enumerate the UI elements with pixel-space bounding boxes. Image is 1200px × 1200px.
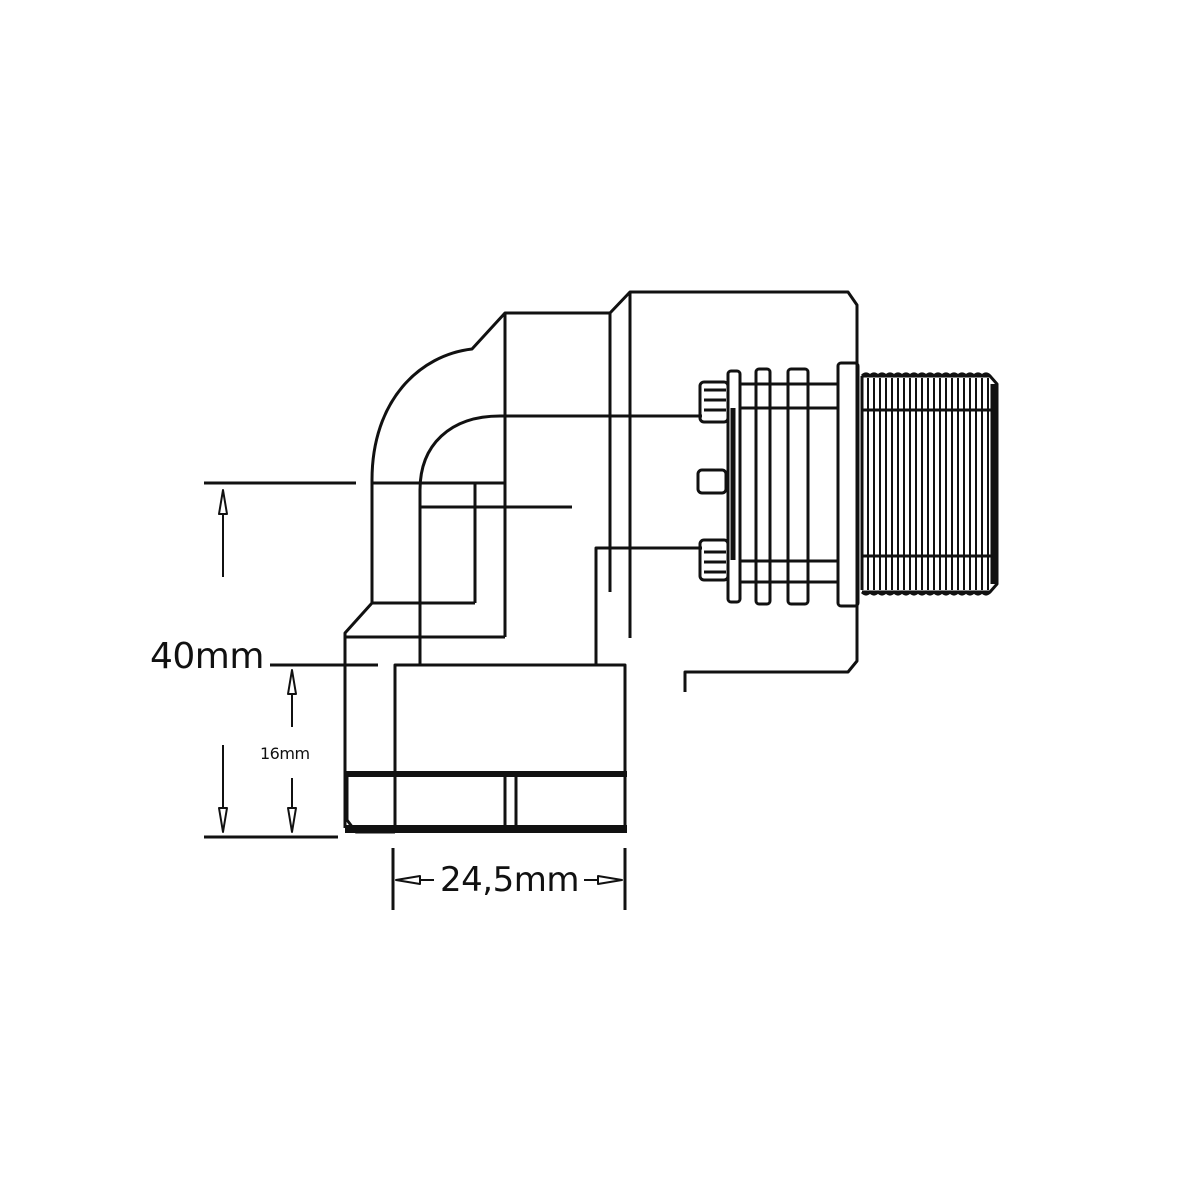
overall-height-label: 40mm (150, 636, 264, 677)
threaded-end (860, 372, 999, 596)
dimension-24-5mm (391, 848, 627, 910)
socket-height-label: 16mm (260, 744, 310, 763)
socket-width-label: 24,5mm (438, 860, 581, 900)
dimension-40mm (204, 481, 356, 839)
dimension-16mm (287, 669, 297, 833)
lower-socket (270, 655, 627, 834)
elbow-body (343, 311, 702, 665)
collar-rings (696, 361, 860, 608)
